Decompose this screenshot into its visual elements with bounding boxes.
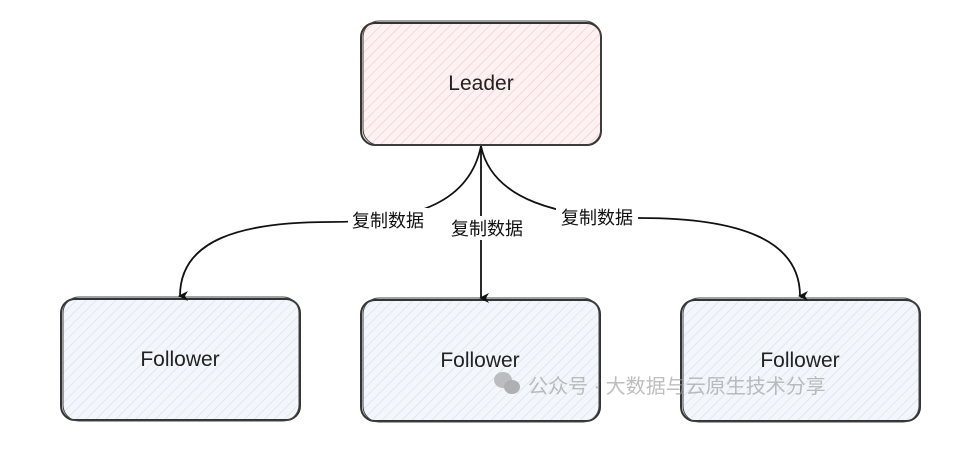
follower-label: Follower [760,349,839,372]
follower-label: Follower [140,348,219,371]
leader-node[interactable]: Leader [360,20,602,146]
edge-label-1: 复制数据 [352,211,424,231]
edge-leader-follower-1 [178,145,482,302]
follower-node-3[interactable]: Follower [680,297,921,423]
watermark: 公众号 · 大数据与云原生技术分享 [494,372,826,398]
follower-label: Follower [440,349,519,372]
watermark-text: 公众号 · 大数据与云原生技术分享 [528,375,826,398]
wechat-icon [494,372,520,394]
leader-label: Leader [448,72,513,95]
edge-label-2: 复制数据 [451,219,523,239]
follower-node-1[interactable]: Follower [60,296,301,422]
edge-leader-follower-3 [480,145,809,301]
edge-label-3: 复制数据 [561,208,633,228]
follower-node-2[interactable]: Follower [360,297,601,423]
